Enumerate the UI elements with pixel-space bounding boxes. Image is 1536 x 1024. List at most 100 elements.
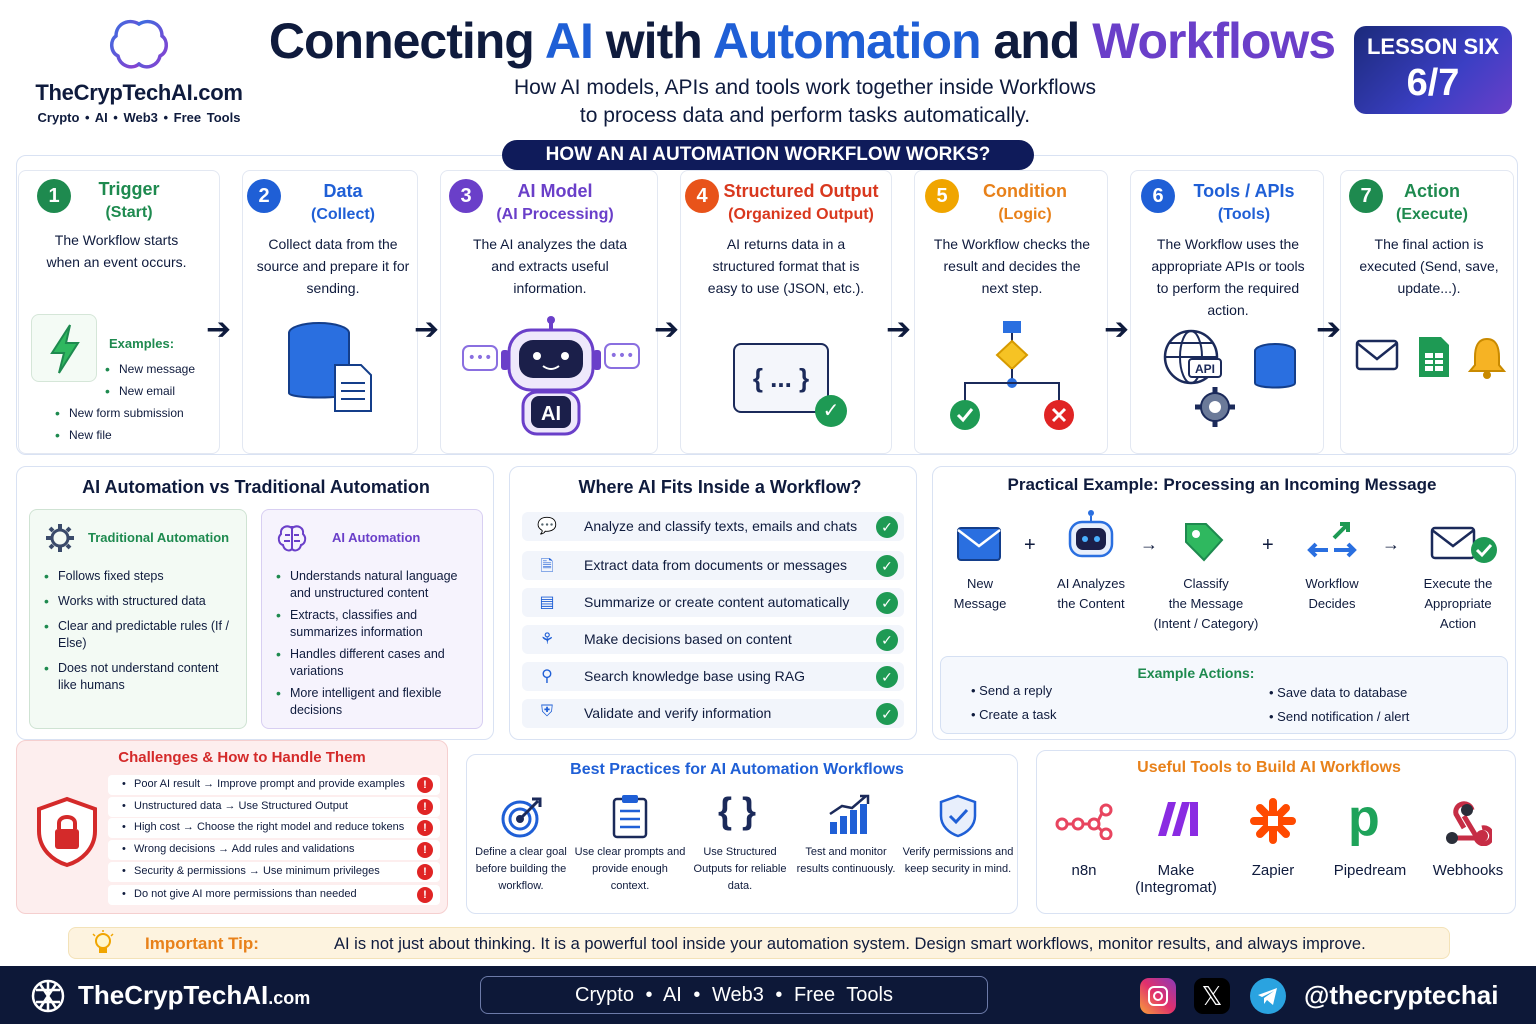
arrow-right-icon: ➔: [654, 313, 680, 346]
examples-label: Examples:: [109, 336, 175, 351]
warning-icon: !: [417, 887, 433, 903]
step-subtitle: (Execute): [1395, 206, 1469, 223]
step-title-text: Action: [1404, 181, 1460, 201]
arrow-right-icon: ➔: [206, 313, 232, 346]
arrow-right-icon: →: [1382, 534, 1400, 554]
decision-tree-icon: ⚘: [539, 631, 555, 648]
gear-icon: [46, 524, 74, 552]
x-icon[interactable]: 𝕏: [1194, 978, 1230, 1014]
example-item: New file: [53, 427, 219, 444]
footer-brand: TheCrypTechAI.com: [78, 980, 310, 1011]
social-handle[interactable]: @thecryptechai: [1304, 980, 1499, 1010]
challenges-title: Challenges & How to Handle Them: [118, 749, 366, 766]
action-text: Create a task: [979, 707, 1057, 722]
lightning-icon: [31, 314, 97, 382]
where-row-text: Make decisions based on content: [584, 631, 792, 647]
email-icon: [1355, 339, 1399, 371]
tip-label: Important Tip:: [145, 934, 259, 953]
step-action: 7 Action(Execute) The final action is ex…: [1340, 170, 1514, 454]
check-icon: ✓: [876, 516, 898, 538]
page-title: Connecting AI with Automation and Workfl…: [262, 12, 1342, 70]
practical-step-line: Appropriate: [1424, 596, 1492, 611]
where-row: 💬Analyze and classify texts, emails and …: [522, 512, 904, 541]
where-row: ⚘Make decisions based on content✓: [522, 625, 904, 654]
best-practice-text: Use clear prompts and provide enough con…: [574, 846, 686, 892]
challenge-row: •Security & permissions → Use minimum pr…: [108, 862, 440, 882]
where-row-text: Extract data from documents or messages: [584, 557, 847, 573]
example-item: New message: [103, 361, 223, 378]
challenge-row: •High cost → Choose the right model and …: [108, 818, 440, 838]
where-row-text: Search knowledge base using RAG: [584, 668, 806, 684]
step-subtitle: (Logic): [998, 206, 1052, 223]
make-logo-icon: [1158, 802, 1198, 836]
challenge-row: •Do not give AI more permissions than ne…: [108, 885, 440, 905]
step-data: 2 Data(Collect) Collect data from the so…: [242, 170, 418, 454]
check-icon: ✓: [876, 703, 898, 725]
traditional-item: Works with structured data: [42, 593, 238, 610]
n8n-logo-icon: [1055, 803, 1113, 840]
title-automation: Automation: [712, 13, 982, 69]
plus-icon: +: [1262, 534, 1274, 556]
where-row-text: Summarize or create content automaticall…: [584, 594, 850, 610]
challenge-row: •Poor AI result → Improve prompt and pro…: [108, 775, 440, 795]
tool-name: Pipedream: [1333, 862, 1407, 879]
shield-check-icon: [939, 794, 977, 838]
step-number: 2: [247, 179, 281, 213]
title-ai: AI: [544, 13, 594, 69]
check-icon: ✓: [876, 555, 898, 577]
challenge-row: •Wrong decisions → Add rules and validat…: [108, 840, 440, 860]
title-part: with: [592, 13, 713, 69]
challenge-text: Wrong decisions → Add rules and validati…: [134, 843, 355, 855]
arrow-right-icon: ➔: [1316, 313, 1342, 346]
practical-step-line: AI Analyzes: [1057, 576, 1125, 591]
ai-item: Understands natural language and unstruc…: [274, 568, 478, 602]
page-subtitle: How AI models, APIs and tools work toget…: [430, 74, 1180, 130]
action-item: • Create a task: [971, 707, 1057, 722]
ai-list: Understands natural language and unstruc…: [274, 568, 478, 724]
mail-icon: [957, 527, 1001, 561]
brain-circuit-icon: [110, 14, 168, 72]
lesson-label: LESSON SIX: [1366, 34, 1500, 59]
check-icon: ✓: [815, 395, 847, 427]
bell-icon: [1467, 337, 1507, 379]
shield-lock-icon: [37, 796, 97, 868]
step-number: 3: [449, 179, 483, 213]
svg-text:•••: •••: [468, 350, 493, 366]
tip-text: AI is not just about thinking. It is a p…: [334, 935, 1366, 953]
step-title: Structured Output(Organized Output): [719, 179, 883, 227]
zapier-logo-icon: [1250, 798, 1296, 844]
action-item: • Send notification / alert: [1269, 709, 1410, 724]
traditional-card: Traditional Automation Follows fixed ste…: [29, 509, 247, 729]
action-item: • Save data to database: [1269, 685, 1408, 700]
best-practice-text: Verify permissions and keep security in …: [902, 846, 1014, 875]
arrow-right-icon: ➔: [886, 313, 912, 346]
example-actions-title: Example Actions:: [1137, 665, 1255, 681]
challenge-text: Security & permissions → Use minimum pri…: [134, 865, 380, 877]
pipedream-logo-icon: p: [1348, 789, 1380, 847]
step-title-text: Tools / APIs: [1193, 181, 1295, 201]
svg-text:•••: •••: [610, 348, 635, 364]
warning-icon: !: [417, 864, 433, 880]
step-number: 6: [1141, 179, 1175, 213]
where-row: ⚲Search knowledge base using RAG✓: [522, 662, 904, 691]
practical-step-line: (Intent / Category): [1153, 616, 1259, 631]
tool-name: Zapier: [1251, 862, 1295, 879]
step-description: The Workflow starts when an event occurs…: [46, 232, 187, 270]
traditional-list: Follows fixed steps Works with structure…: [42, 568, 238, 702]
section-banner: HOW AN AI AUTOMATION WORKFLOW WORKS?: [502, 140, 1034, 170]
traditional-title: Traditional Automation: [88, 530, 230, 545]
telegram-icon[interactable]: [1250, 978, 1286, 1014]
decision-flow-icon: [950, 321, 1074, 430]
where-row: ▤Summarize or create content automatical…: [522, 588, 904, 617]
step-title: Tools / APIs(Tools): [1179, 179, 1309, 227]
instagram-icon[interactable]: [1140, 978, 1176, 1014]
step-subtitle: (Organized Output): [728, 206, 874, 223]
warning-icon: !: [417, 842, 433, 858]
example-item: New form submission: [53, 405, 219, 422]
challenge-text: High cost → Choose the right model and r…: [134, 821, 405, 833]
warning-icon: !: [417, 799, 433, 815]
subtitle-line: to process data and perform tasks automa…: [579, 104, 1031, 127]
